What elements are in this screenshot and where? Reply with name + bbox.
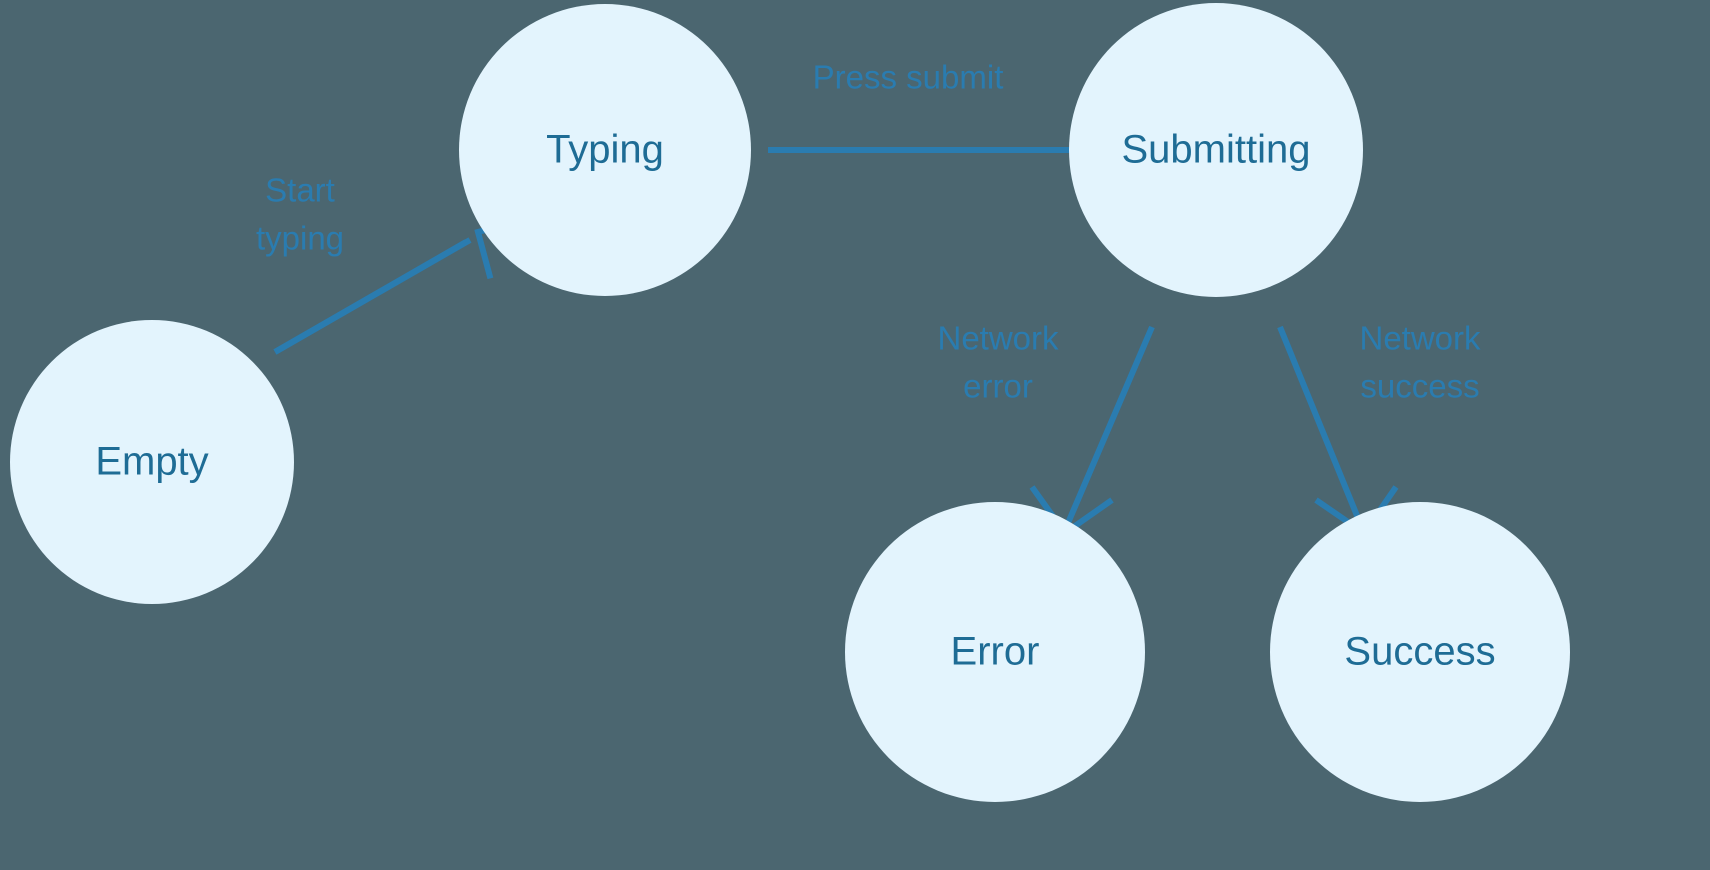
- state-circle: [1069, 3, 1363, 297]
- state-label: Success: [1344, 630, 1495, 674]
- transition-label-start-typing: Start typing: [256, 172, 344, 257]
- transition-label-line: Start: [265, 172, 335, 209]
- transition-line-seg: [273, 239, 468, 355]
- state-node-success[interactable]: Success: [1270, 502, 1570, 802]
- state-circle: [1270, 502, 1570, 802]
- states-layer: Empty Typing Submitting Error Success: [10, 3, 1570, 802]
- state-label: Typing: [546, 128, 664, 172]
- transition-submitting-to-success[interactable]: [1277, 325, 1399, 538]
- transition-label-line: error: [963, 368, 1033, 405]
- transition-line: [1277, 325, 1363, 525]
- transition-label-line: Press submit: [813, 59, 1004, 96]
- state-label: Empty: [95, 440, 208, 484]
- state-label: Submitting: [1122, 128, 1311, 172]
- state-circle: [459, 4, 751, 296]
- state-node-empty[interactable]: Empty: [10, 320, 294, 604]
- transition-label-line: Network: [1359, 320, 1481, 357]
- state-circle: [10, 320, 294, 604]
- transition-label-line: success: [1360, 368, 1479, 405]
- state-node-error[interactable]: Error: [845, 502, 1145, 802]
- transition-label-line: typing: [256, 220, 344, 257]
- state-label: Error: [951, 630, 1040, 674]
- transition-label-network-error: Network error: [937, 320, 1059, 405]
- transition-line: [1065, 325, 1155, 525]
- transition-labels-layer: Start typing Press submit Network error …: [256, 59, 1481, 405]
- transition-label-network-success: Network success: [1359, 320, 1481, 405]
- transition-submitting-to-error[interactable]: [1029, 325, 1155, 538]
- state-circle: [845, 502, 1145, 802]
- state-node-typing[interactable]: Typing: [459, 4, 751, 296]
- state-node-submitting[interactable]: Submitting: [1069, 3, 1363, 297]
- transition-label-press-submit: Press submit: [813, 59, 1004, 96]
- transition-label-line: Network: [937, 320, 1059, 357]
